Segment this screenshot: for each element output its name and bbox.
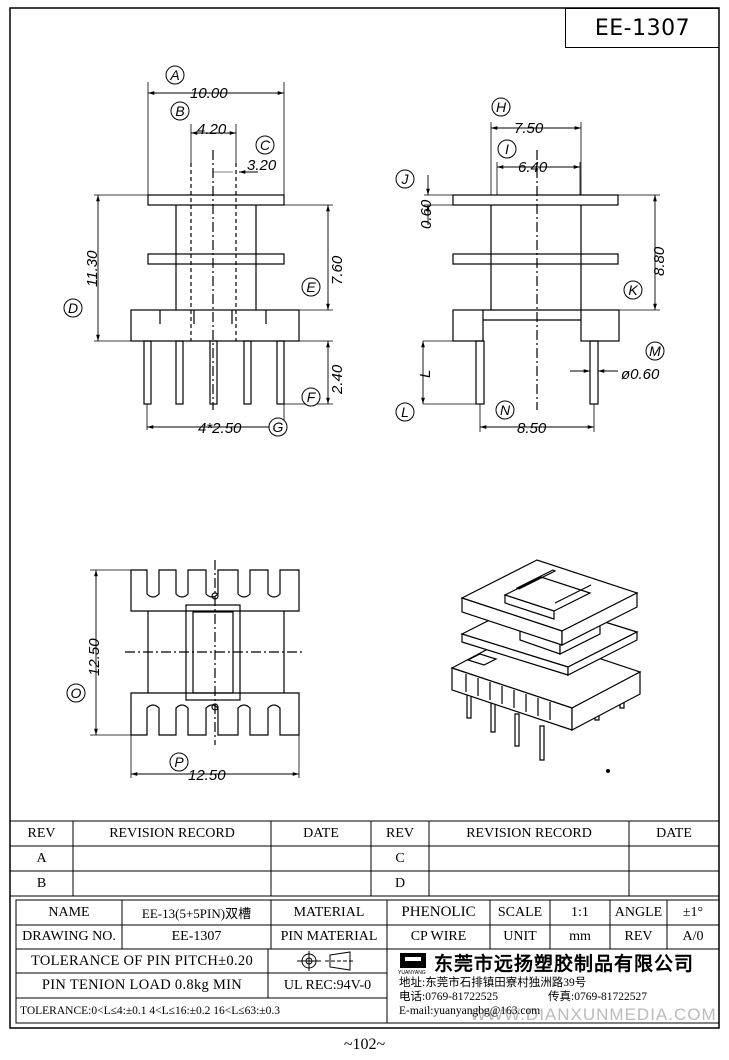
scale-value: 1:1: [571, 904, 589, 920]
dim-N: 8.50: [517, 420, 547, 437]
drawing-no-label: DRAWING NO.: [22, 929, 116, 944]
dimension-labels: 10.00 4.20 3.20 11.30 7.60 2.40 4*2.50 7…: [84, 85, 668, 784]
unit-value: mm: [569, 929, 591, 944]
dim-B: 4.20: [197, 121, 227, 138]
svg-text:F: F: [307, 389, 317, 405]
callout-bubbles: [63, 65, 665, 772]
svg-text:G: G: [273, 419, 284, 435]
side-middle-flange: [452, 253, 619, 265]
svg-text:I: I: [505, 141, 509, 157]
rev-label: REV: [624, 929, 653, 944]
rev-header-left: REV: [27, 825, 56, 841]
dim-H: 7.50: [514, 120, 544, 137]
front-view: [94, 82, 333, 430]
dim-K: 8.80: [651, 246, 668, 276]
svg-text:D: D: [68, 300, 78, 316]
iso-top-flange: [460, 559, 639, 646]
dim-P: 12.50: [188, 767, 226, 784]
company-phone: 电话:0769-81722525: [399, 991, 499, 1003]
dim-M: ø0.60: [621, 366, 660, 383]
svg-text:E: E: [306, 279, 316, 295]
sheet-border: [9, 7, 720, 1029]
tolerance-range: TOLERANCE:0<L≤4:±0.1 4<L≤16:±0.2 16<L≤63…: [20, 1004, 280, 1017]
watermark: WWW.DIANXUNMEDIA.COM: [470, 1005, 717, 1024]
svg-text:L: L: [401, 404, 409, 420]
svg-text:N: N: [500, 402, 511, 418]
dim-J: 0.60: [418, 199, 435, 229]
company-address: 地址:东莞市石排镇田寮村独洲路39号: [399, 977, 587, 989]
svg-text:A: A: [169, 67, 179, 83]
rev-row-c: C: [395, 850, 405, 866]
pin-material-label: PIN MATERIAL: [280, 929, 378, 944]
date-header-left: DATE: [303, 825, 339, 841]
company-fax: 传真:0769-81722527: [548, 991, 648, 1003]
material-value: PHENOLIC: [401, 904, 476, 920]
angle-value: ±1°: [682, 904, 704, 920]
pins-front: [143, 340, 285, 405]
side-top-flange: [452, 194, 619, 206]
company-name: 东莞市远扬塑胶制品有限公司: [434, 953, 695, 975]
dim-F: 2.40: [329, 364, 346, 395]
top-dimensions: [94, 570, 299, 776]
middle-flange: [147, 253, 285, 265]
svg-text:H: H: [496, 99, 507, 115]
drawing-no-value: EE-1307: [171, 929, 222, 944]
ul-rec: UL REC:94V-0: [283, 977, 372, 993]
svg-text:YUANYANG: YUANYANG: [398, 970, 426, 976]
rev-value: A/0: [682, 929, 704, 944]
svg-text:J: J: [401, 171, 410, 187]
svg-text:C: C: [260, 137, 271, 153]
dim-L: L: [417, 370, 434, 378]
dim-D: 11.30: [84, 250, 101, 287]
rev-row-a: A: [36, 850, 47, 866]
pin-material-value: CP WIRE: [410, 929, 467, 944]
svg-text:K: K: [628, 282, 638, 298]
company-email: E-mail:yuanyangbg@163.com: [399, 1004, 541, 1017]
material-label: MATERIAL: [293, 904, 365, 920]
iso-pins: [466, 677, 625, 761]
top-view: [90, 560, 305, 778]
dim-E: 7.60: [329, 255, 346, 285]
callout-letters: A B C D E F G H I J K L M N O P: [68, 67, 661, 770]
page-number: ~102~: [343, 1036, 386, 1053]
dim-O: 12.50: [86, 638, 103, 676]
rev-row-b: B: [36, 875, 47, 891]
svg-text:B: B: [175, 103, 184, 119]
scale-label: SCALE: [497, 904, 543, 920]
name-value: EE-13(5+5PIN)双槽: [141, 906, 252, 921]
revision-table: [9, 820, 720, 897]
pin-tension-load: PIN TENION LOAD 0.8kg MIN: [41, 977, 243, 993]
angle-label: ANGLE: [614, 904, 663, 920]
rev-row-d: D: [394, 875, 406, 891]
revision-record-header-right: REVISION RECORD: [466, 825, 592, 841]
name-label: NAME: [48, 904, 90, 920]
projection-symbol: [297, 951, 354, 971]
company-logo: YUANYANG: [398, 953, 426, 976]
revision-record-header-left: REVISION RECORD: [109, 825, 235, 841]
dim-G: 4*2.50: [198, 420, 242, 437]
dim-A: 10.00: [190, 85, 228, 102]
isometric-view: [450, 559, 642, 773]
svg-text:P: P: [174, 754, 184, 770]
rev-header-right: REV: [386, 825, 414, 841]
front-dimensions: [96, 91, 330, 429]
dim-C: 3.20: [247, 157, 277, 174]
side-dimensions: [421, 126, 657, 429]
top-slotted-edge: [130, 569, 300, 612]
unit-label: UNIT: [503, 929, 537, 944]
dim-I: 6.40: [518, 159, 548, 176]
base-block: [130, 309, 300, 342]
spec-table: [15, 899, 720, 1024]
svg-text:O: O: [71, 685, 82, 701]
tolerance-pin-pitch: TOLERANCE OF PIN PITCH±0.20: [30, 952, 254, 969]
top-flange: [147, 194, 285, 206]
svg-text:M: M: [649, 343, 661, 359]
date-header-right: DATE: [656, 825, 692, 841]
